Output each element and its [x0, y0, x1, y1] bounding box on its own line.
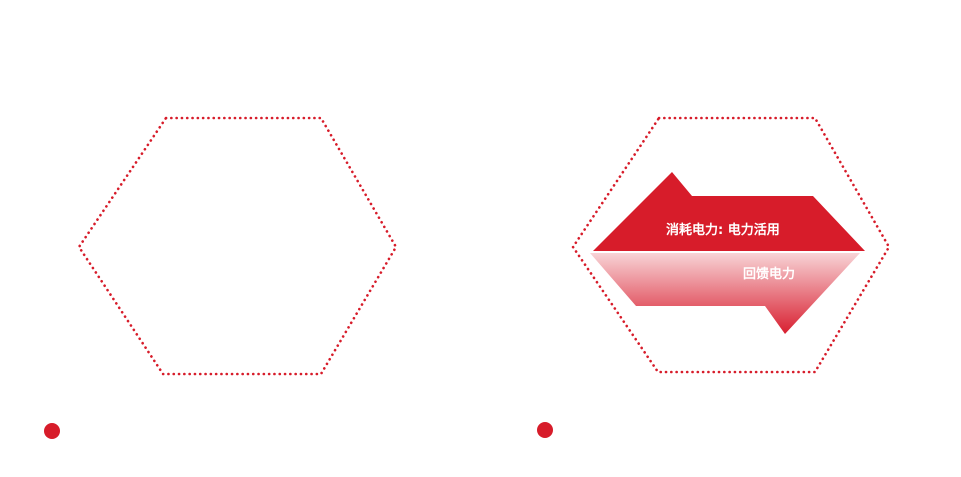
upper-arrow-shape [593, 172, 865, 251]
right-bullet-dot [537, 422, 553, 438]
upper-arrow-label: 消耗电力: 电力活用 [666, 222, 780, 238]
upper-arrow: 消耗电力: 电力活用 [593, 172, 865, 251]
lower-arrow-shape [590, 253, 860, 334]
left-hexagon-outline [77, 116, 398, 376]
right-panel: 消耗电力: 电力活用 回馈电力 [537, 116, 891, 438]
right-hexagon-outline [571, 116, 891, 374]
lower-arrow: 回馈电力 [590, 253, 860, 334]
left-panel [44, 116, 398, 439]
left-bullet-dot [44, 423, 60, 439]
lower-arrow-label: 回馈电力 [743, 266, 795, 282]
